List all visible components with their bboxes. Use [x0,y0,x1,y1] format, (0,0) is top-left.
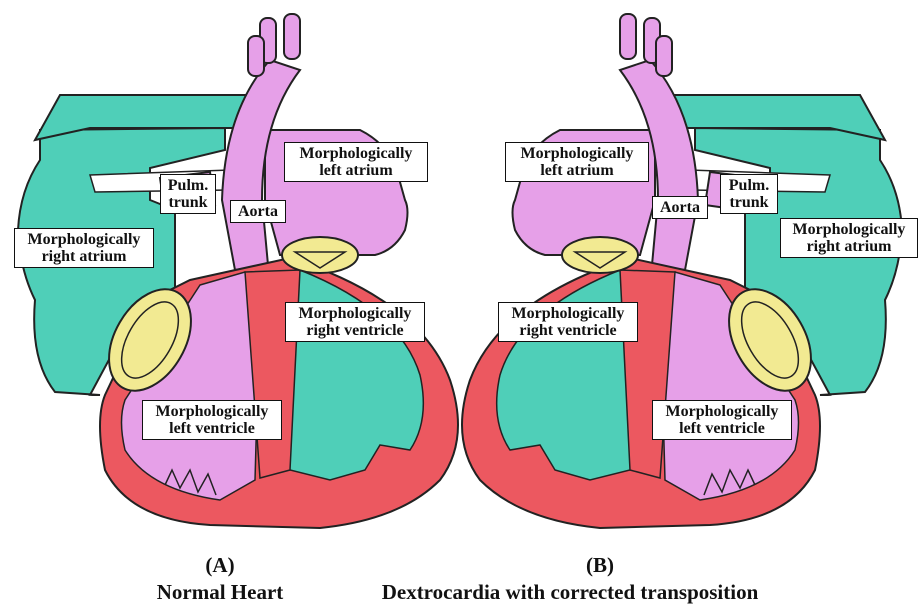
label-b-right-atrium-line1: Morphologically [785,221,913,238]
caption-b-label: (B) [540,553,660,578]
label-a-right-atrium-line2: right atrium [19,248,149,265]
heart-b [462,14,902,528]
label-a-right-atrium: Morphologically right atrium [14,228,154,268]
label-b-pulm-line1: Pulm. [725,177,773,194]
label-a-right-ventricle-line1: Morphologically [290,305,420,322]
label-a-left-atrium-line2: left atrium [289,162,423,179]
label-a-left-ventricle: Morphologically left ventricle [142,400,282,440]
label-b-aorta-text: Aorta [657,199,703,216]
label-a-left-atrium-line1: Morphologically [289,145,423,162]
label-b-left-ventricle-line2: left ventricle [657,420,787,437]
label-a-aorta: Aorta [230,200,286,223]
label-b-aorta: Aorta [652,196,708,219]
label-a-right-ventricle: Morphologically right ventricle [285,302,425,342]
label-a-right-ventricle-line2: right ventricle [290,322,420,339]
label-a-pulm-line2: trunk [165,194,211,211]
heart-a [18,14,458,528]
label-b-right-atrium: Morphologically right atrium [780,218,918,258]
label-a-pulm-line1: Pulm. [165,177,211,194]
label-b-left-ventricle: Morphologically left ventricle [652,400,792,440]
label-a-left-ventricle-line2: left ventricle [147,420,277,437]
label-b-right-ventricle-line1: Morphologically [503,305,633,322]
caption-b-title: Dextrocardia with corrected transpositio… [340,580,800,605]
caption-a-title: Normal Heart [90,580,350,605]
label-a-left-ventricle-line1: Morphologically [147,403,277,420]
label-b-left-atrium-line1: Morphologically [510,145,644,162]
label-b-right-atrium-line2: right atrium [785,238,913,255]
label-b-left-ventricle-line1: Morphologically [657,403,787,420]
caption-a-label: (A) [160,553,280,578]
label-a-left-atrium: Morphologically left atrium [284,142,428,182]
label-a-aorta-text: Aorta [235,203,281,220]
label-b-left-atrium: Morphologically left atrium [505,142,649,182]
label-a-pulm-trunk: Pulm. trunk [160,174,216,214]
label-b-right-ventricle-line2: right ventricle [503,322,633,339]
label-a-right-atrium-line1: Morphologically [19,231,149,248]
label-b-right-ventricle: Morphologically right ventricle [498,302,638,342]
label-b-left-atrium-line2: left atrium [510,162,644,179]
label-b-pulm-line2: trunk [725,194,773,211]
label-b-pulm-trunk: Pulm. trunk [720,174,778,214]
